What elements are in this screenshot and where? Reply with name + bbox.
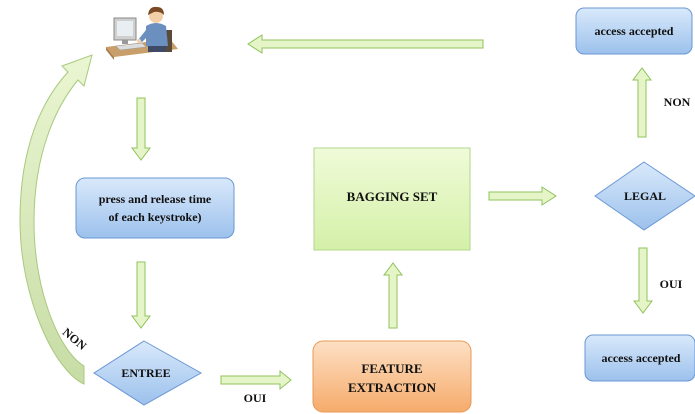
legal-non-label: NON	[664, 95, 691, 109]
entree-label: ENTREE	[121, 366, 170, 380]
entree-decision-node	[93, 340, 203, 406]
arrow-bagging-to-legal	[488, 186, 557, 206]
keystroke-timing-node	[75, 177, 235, 239]
user-at-computer-icon	[106, 6, 178, 60]
access-accepted-top-node	[575, 7, 693, 55]
arrow-legal-to-access-bottom	[633, 247, 653, 314]
legal-decision-node	[594, 161, 695, 231]
arrow-feature-to-bagging	[383, 262, 403, 329]
arrow-return-to-user	[247, 34, 484, 54]
arrow-entree-non-to-user	[19, 54, 93, 385]
arrow-user-to-keystroke	[131, 97, 151, 161]
feature-extraction-node	[312, 340, 472, 413]
feature-label-line2: EXTRACTION	[348, 380, 437, 395]
feature-label-line1: FEATURE	[361, 361, 422, 376]
access-accepted-bottom-node	[584, 334, 695, 382]
keystroke-node-label-line1: press and release time	[99, 192, 212, 206]
arrow-legal-to-access-top	[632, 67, 652, 138]
legal-oui-label: OUI	[660, 277, 683, 291]
keystroke-node-label-line2: of each keystroke)	[108, 210, 201, 224]
entree-oui-label: OUI	[244, 391, 267, 405]
arrow-entree-to-feature	[220, 369, 292, 391]
bagging-set-node	[313, 147, 471, 251]
arrow-keystroke-to-entree	[131, 261, 151, 329]
access-accepted-bottom-label: access accepted	[602, 351, 681, 365]
legal-label: LEGAL	[624, 189, 666, 203]
access-accepted-top-label: access accepted	[595, 24, 674, 38]
bagging-set-label: BAGGING SET	[347, 189, 438, 204]
